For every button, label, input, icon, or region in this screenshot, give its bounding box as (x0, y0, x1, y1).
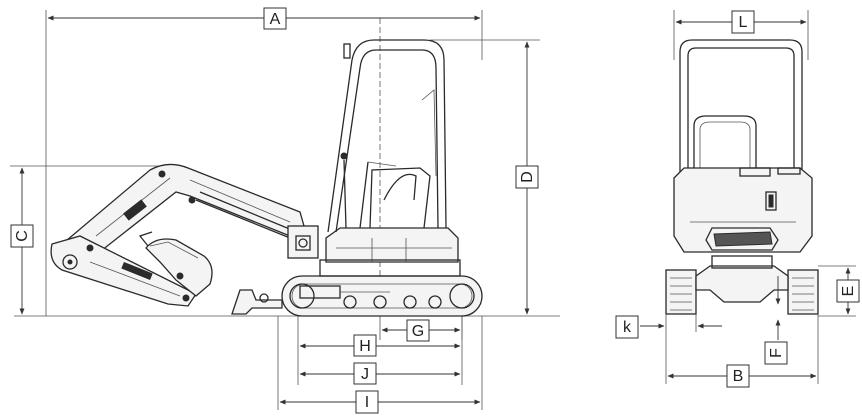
front-upper-body (673, 167, 813, 253)
dim-box-k (615, 315, 639, 339)
dim-label-J: J (361, 366, 369, 383)
dim-box-B (726, 364, 750, 388)
seat-back (693, 115, 757, 170)
dim-label-A: A (270, 11, 281, 28)
dim-label-L: L (739, 14, 748, 31)
upper-structure (319, 227, 461, 277)
dim-label-E: E (840, 286, 857, 297)
boom (58, 163, 319, 259)
boom-cylinder-block (123, 199, 147, 221)
dim-box-D (515, 165, 539, 189)
sprocket-wheel (449, 283, 475, 309)
boom-arm (58, 163, 305, 259)
dim-box-A (263, 7, 287, 30)
rops-frame (327, 39, 447, 233)
front-vent (705, 227, 779, 251)
dim-box-F (764, 341, 788, 365)
dim-box-C (10, 224, 34, 248)
upper-base (319, 259, 461, 277)
front-light (765, 191, 777, 211)
dim-label-F: F (768, 348, 785, 358)
dim-box-E (836, 279, 860, 303)
dim-label-D: D (519, 171, 536, 183)
dim-label-H: H (359, 338, 371, 355)
side-track (281, 275, 483, 317)
control-lever-knob (340, 152, 348, 160)
front-body-shell (673, 167, 813, 253)
idler-wheel (289, 283, 315, 309)
bucket-body (145, 238, 213, 297)
arm-pivot (62, 254, 78, 270)
dim-box-J (353, 362, 377, 385)
dozer-blade (231, 289, 283, 315)
dim-label-G: G (412, 323, 424, 340)
front-track-right (787, 269, 819, 315)
rops-canopy (327, 39, 447, 233)
dim-label-B: B (733, 368, 744, 385)
undercarriage-frame (695, 265, 789, 303)
front-view: L (615, 10, 860, 388)
dim-box-H (353, 334, 377, 357)
dim-label-C: C (14, 230, 31, 242)
upper-body (325, 227, 459, 263)
bucket (138, 231, 213, 297)
swing-bearing (711, 255, 773, 269)
front-track-left (665, 269, 697, 315)
arm-cylinder-block (121, 261, 153, 281)
dim-label-k: k (623, 319, 632, 336)
side-view: A C D G H J I (10, 7, 560, 414)
front-rops (679, 39, 803, 176)
swing-bracket (287, 225, 319, 259)
dim-label-I: I (365, 394, 369, 411)
dim-box-L (731, 10, 755, 34)
dim-box-I (355, 390, 379, 414)
dipper-arm (50, 235, 197, 307)
dim-box-G (406, 319, 430, 342)
front-tracks (665, 255, 819, 315)
